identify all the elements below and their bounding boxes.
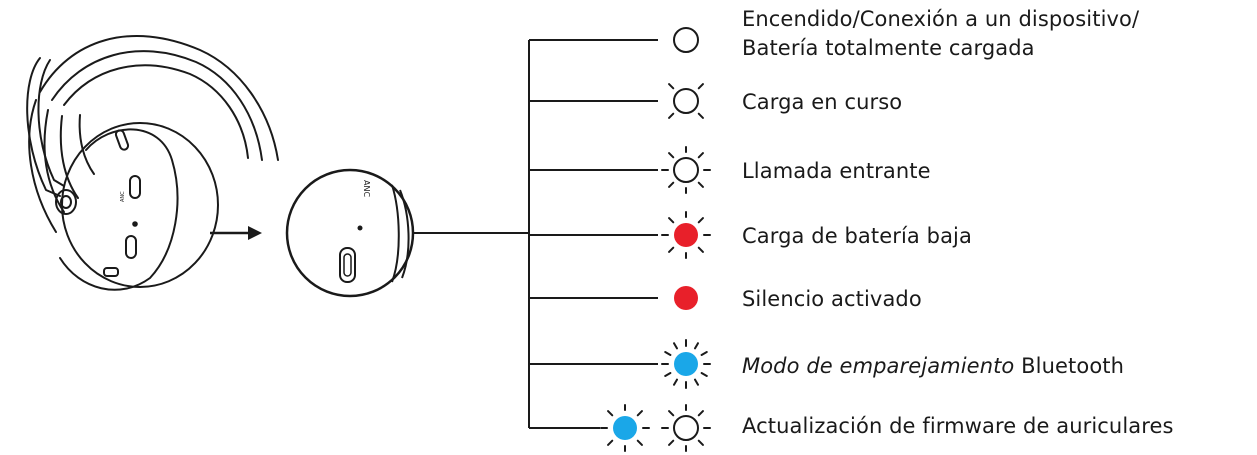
headset-illustration — [26, 35, 279, 291]
headset-anc-label: ANC — [120, 191, 126, 202]
branch-lines — [529, 39, 658, 429]
led-icon-firmware-2 — [661, 404, 711, 452]
led-icon-pairing — [661, 339, 711, 389]
legend-label-low-battery: Carga de batería baja — [742, 224, 972, 248]
legend-label-charging: Carga en curso — [742, 90, 903, 114]
port-zoom-anc-label: ANC — [362, 180, 371, 197]
legend-label-pairing: Modo de emparejamiento Bluetooth — [742, 354, 1125, 378]
legend-label-power: Encendido/Conexión a un dispositivo/ Bat… — [742, 7, 1140, 60]
port-zoom-circle — [285, 168, 415, 298]
led-icons — [600, 27, 711, 452]
led-icon-firmware-1 — [600, 404, 650, 452]
led-icon-power — [673, 27, 699, 53]
arrow-icon — [210, 226, 262, 240]
led-icon-low-battery — [661, 211, 711, 259]
connector-lines — [413, 40, 530, 428]
legend-label-mute: Silencio activado — [742, 287, 922, 311]
legend-label-incoming-call: Llamada entrante — [742, 159, 931, 183]
led-icon-charging — [668, 83, 704, 119]
led-icon-mute — [674, 286, 698, 310]
legend-label-firmware: Actualización de firmware de auriculares — [742, 414, 1174, 438]
led-icon-incoming-call — [661, 146, 711, 194]
